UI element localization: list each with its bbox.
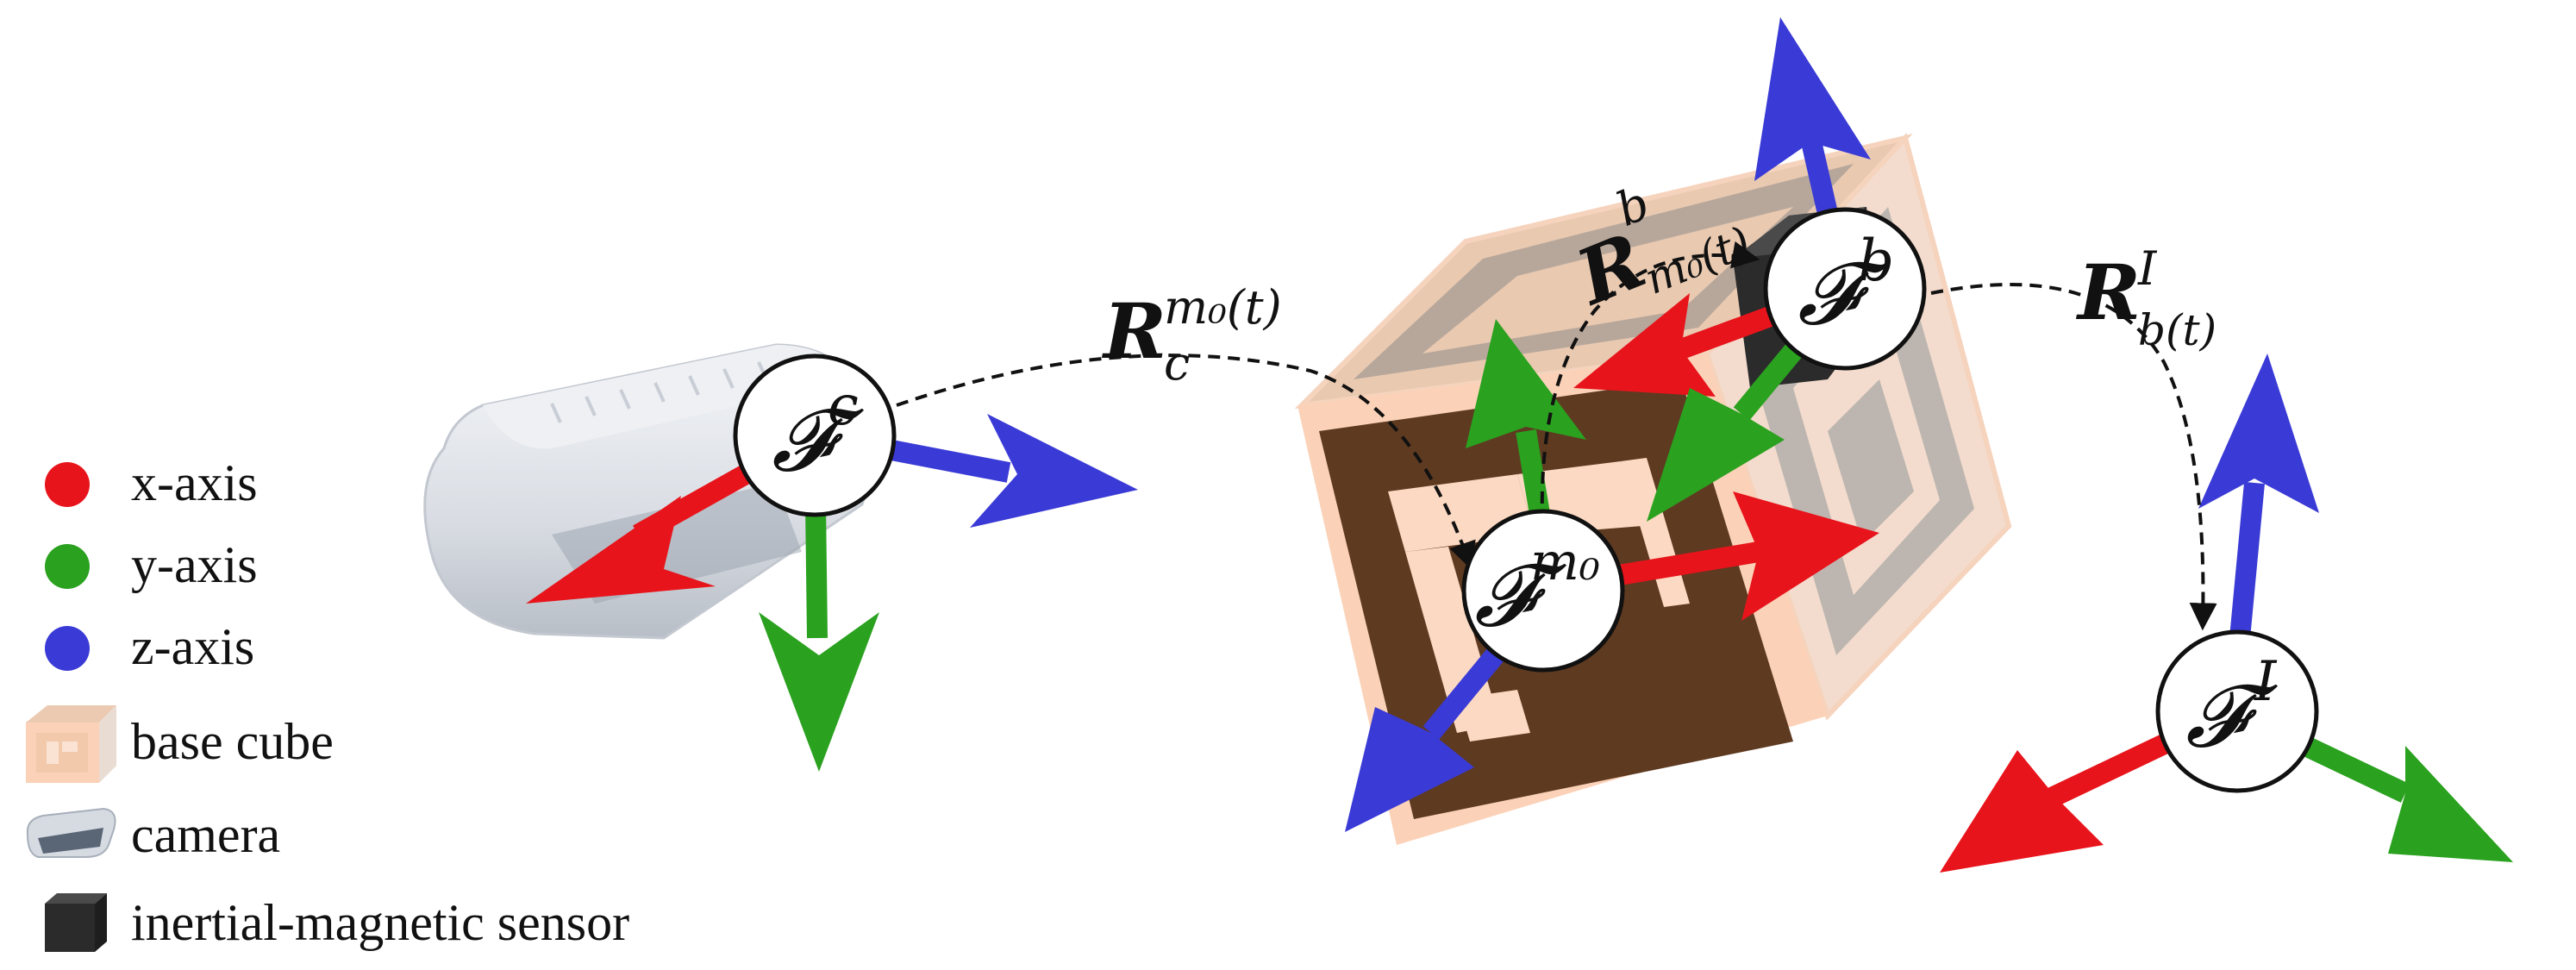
inertial-frame-axes	[1940, 354, 2513, 873]
marker-to-body-arc	[1540, 241, 1760, 544]
sensor-cube-icon	[45, 893, 107, 952]
legend-label: camera	[131, 805, 281, 863]
legend-label: z-axis	[131, 617, 255, 675]
transform-b-I-base: R	[2075, 247, 2141, 337]
legend-item-y-axis: y-axis	[17, 530, 258, 599]
legend-label: x-axis	[131, 454, 258, 511]
inertial-frame-sup: I	[2254, 650, 2278, 714]
camera-to-marker-arc	[896, 354, 1476, 571]
inertial-frame: 𝓕 I	[2155, 629, 2319, 793]
transform-camera-to-marker: R m₀(t) c	[1101, 280, 1282, 391]
base-cube-icon	[26, 705, 116, 783]
legend-label: inertial-magnetic sensor	[131, 893, 630, 951]
marker-frame: 𝓕 m₀	[1461, 509, 1625, 673]
transform-b-I-sub: b(t)	[2138, 305, 2216, 355]
transform-body-to-inertial: R I b(t)	[2075, 241, 2216, 355]
transform-b-I-sup: I	[2137, 241, 2158, 296]
camera-icon	[26, 807, 116, 858]
body-frame: 𝓕 b	[1763, 207, 1927, 371]
camera-frame-sup: c	[828, 374, 859, 438]
body-frame-sup: b	[1858, 228, 1894, 294]
transform-c-m0-base: R	[1101, 286, 1166, 376]
legend-item-z-axis: z-axis	[17, 612, 254, 681]
legend-item-base-cube: base cube	[17, 697, 334, 787]
legend-item-inertial-magnetic-sensor: inertial-magnetic sensor	[17, 888, 629, 957]
red-dot-icon	[45, 462, 90, 507]
legend-item-x-axis: x-axis	[17, 448, 258, 517]
transform-c-m0-sub: c	[1164, 336, 1190, 391]
legend-item-camera: camera	[17, 800, 280, 869]
transform-c-m0-sup: m₀(t)	[1164, 280, 1282, 335]
camera-frame: 𝓕 c	[733, 354, 897, 517]
body-to-inertial-arc	[1930, 283, 2217, 631]
blue-dot-icon	[45, 626, 90, 671]
legend-label: base cube	[131, 713, 334, 770]
marker-frame-sup: m₀	[1530, 532, 1600, 592]
legend-label: y-axis	[131, 535, 258, 593]
green-dot-icon	[45, 544, 90, 589]
